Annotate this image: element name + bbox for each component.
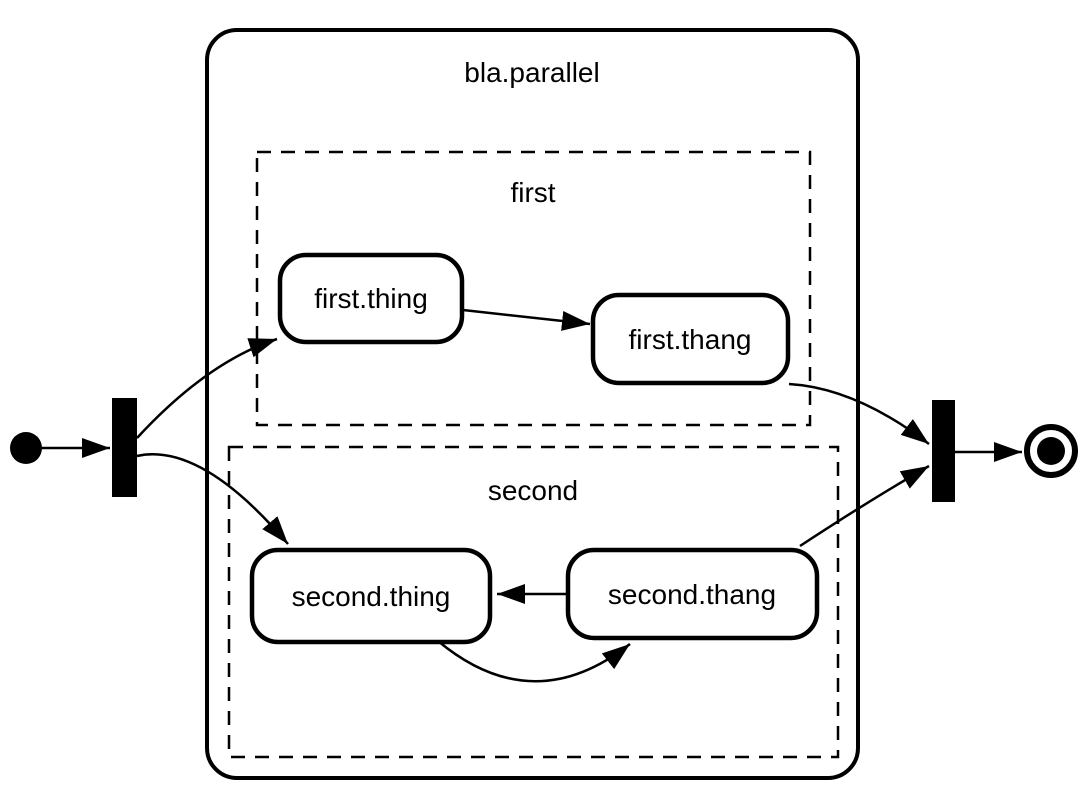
state-first-thang: first.thang [590, 292, 791, 386]
region-second-label: second [488, 475, 578, 506]
composite-state-title: bla.parallel [464, 57, 599, 88]
state-first-thang-box [590, 292, 791, 386]
region-first-label: first [510, 177, 555, 208]
edge-first-thang-to-join [788, 382, 930, 445]
state-first-thang-label: first.thang [629, 324, 752, 355]
state-first-thing-label: first.thing [314, 283, 428, 314]
edge-fork-to-second-thing [136, 453, 289, 545]
edge-second-thing-to-second-thang [437, 640, 631, 683]
state-first-thing-box [277, 252, 465, 345]
state-second-thing-label: second.thing [292, 581, 451, 612]
edge-fork-to-first-thing [136, 337, 278, 439]
region-second-box [227, 445, 840, 759]
edge-second-thang-to-join [799, 464, 930, 548]
initial-state-node [10, 432, 42, 464]
state-second-thing: second.thing [249, 547, 493, 645]
composite-state-box [205, 28, 860, 780]
state-second-thang-label: second.thang [608, 579, 776, 610]
fork-bar [112, 398, 137, 497]
final-state-inner-dot [1037, 437, 1065, 465]
state-second-thing-box [249, 547, 493, 645]
state-second-thang-box [565, 547, 820, 641]
state-first-thing: first.thing [277, 252, 465, 345]
state-second-thang: second.thang [565, 547, 820, 641]
join-bar [932, 400, 955, 502]
edge-first-thing-to-first-thang [462, 308, 591, 331]
region-first-box [255, 150, 812, 427]
